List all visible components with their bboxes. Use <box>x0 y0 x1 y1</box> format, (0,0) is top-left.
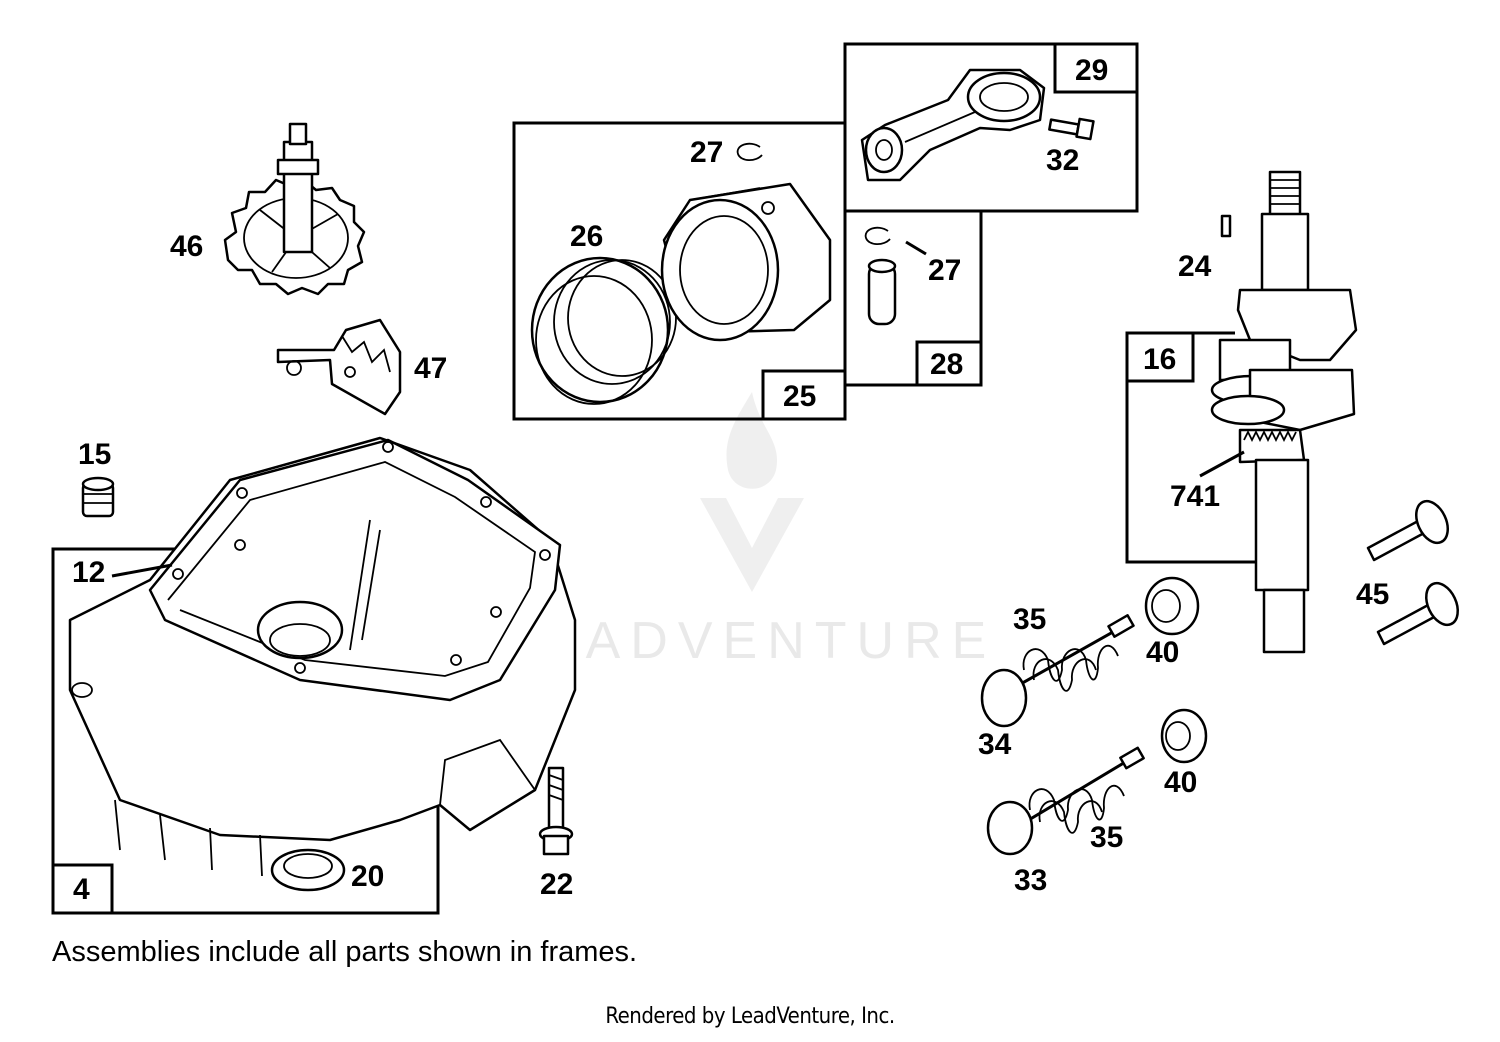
piston-pin-clip-part <box>736 142 927 256</box>
crankshaft-key-part <box>1220 214 1232 238</box>
governor-gear-part <box>223 122 366 296</box>
assembly-note: Assemblies include all parts shown in fr… <box>52 936 638 968</box>
frame-piston-pin <box>845 209 983 387</box>
frame-crankcase <box>51 547 440 915</box>
part-label-46: 46 <box>170 230 203 263</box>
part-label-45: 45 <box>1356 578 1389 611</box>
part-label-33: 33 <box>1014 864 1047 897</box>
part-label-47: 47 <box>414 352 447 385</box>
piston-part <box>660 182 832 342</box>
frame-piston-assembly <box>512 121 847 421</box>
part-label-35-bottom: 35 <box>1090 821 1123 854</box>
crankshaft-part <box>1210 170 1358 654</box>
part-label-24: 24 <box>1178 250 1212 283</box>
leader-12 <box>111 563 173 578</box>
piston-rings-part <box>530 256 677 405</box>
part-label-15: 15 <box>78 438 111 471</box>
part-label-27-top: 27 <box>690 136 723 169</box>
oil-seal-part <box>270 848 346 892</box>
part-label-16: 16 <box>1143 343 1176 376</box>
valve-spring-upper-part <box>980 614 1135 728</box>
watermark-logo: LEADVENTURE <box>502 392 996 670</box>
valve-retainer-part <box>1144 576 1208 764</box>
frame-crankshaft <box>1125 331 1258 564</box>
crankcase-cover-part <box>68 436 577 877</box>
rod-bolt-part <box>1048 117 1095 141</box>
piston-pin-part <box>867 258 897 326</box>
oil-plug-part <box>81 476 115 518</box>
part-label-40-bottom: 40 <box>1164 766 1197 799</box>
part-label-25: 25 <box>783 380 816 413</box>
part-label-22: 22 <box>540 868 573 901</box>
valve-tappet-part <box>1366 499 1459 646</box>
part-label-12: 12 <box>72 556 105 589</box>
bolt-part <box>538 766 574 856</box>
part-label-741: 741 <box>1170 480 1220 513</box>
footer-credit: Rendered by LeadVenture, Inc. <box>605 1004 895 1029</box>
valve-spring-lower-part <box>986 746 1145 856</box>
part-label-4: 4 <box>73 873 90 906</box>
part-label-32: 32 <box>1046 144 1079 177</box>
governor-arm-part <box>276 318 402 416</box>
part-label-20: 20 <box>351 860 384 893</box>
part-label-27-side: 27 <box>928 254 961 287</box>
frame-connecting-rod <box>843 42 1139 213</box>
part-label-28: 28 <box>930 348 963 381</box>
part-label-29: 29 <box>1075 54 1108 87</box>
part-label-35-top: 35 <box>1013 603 1046 636</box>
part-label-34: 34 <box>978 728 1012 761</box>
part-label-26: 26 <box>570 220 603 253</box>
connecting-rod-part <box>860 68 1046 182</box>
leader-741 <box>1199 450 1245 478</box>
watermark-text: LEADVENTURE <box>502 612 996 670</box>
part-label-40-top: 40 <box>1146 636 1179 669</box>
